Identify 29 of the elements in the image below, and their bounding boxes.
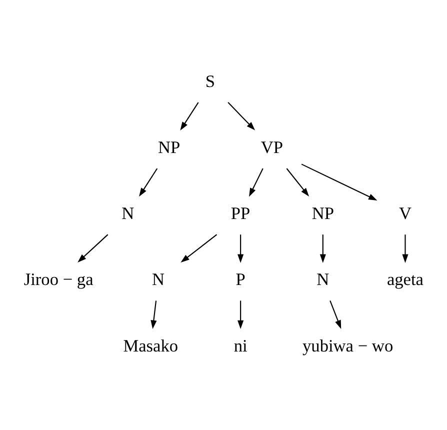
node-text: yubiwa − wo (302, 336, 394, 356)
arrow (238, 300, 244, 330)
node-text: PP (230, 204, 250, 224)
node-text: ageta (386, 270, 424, 290)
node-text: NP (158, 138, 180, 158)
node-text: VP (260, 138, 284, 158)
node-text: P (236, 270, 246, 290)
node-text: V (398, 204, 412, 224)
arrow (330, 300, 342, 329)
node-text: N (316, 270, 330, 290)
arrow (286, 168, 310, 197)
node-text: N (152, 270, 164, 290)
arrow (301, 164, 378, 200)
arrow (238, 234, 244, 263)
node-text: NP (312, 204, 334, 224)
node-text: ni (234, 336, 248, 356)
arrow (180, 234, 218, 263)
arrow (402, 234, 408, 263)
arrow (320, 234, 326, 263)
node-text: N (122, 204, 134, 224)
arrow (249, 168, 264, 197)
arrow (139, 168, 158, 197)
node-text: Jiroo − ga (24, 270, 94, 290)
arrow (228, 102, 256, 130)
node-text: S (205, 72, 216, 91)
node-text: Masako (123, 336, 178, 356)
arrow (78, 234, 108, 262)
arrow (150, 300, 157, 330)
arrow (180, 102, 199, 131)
